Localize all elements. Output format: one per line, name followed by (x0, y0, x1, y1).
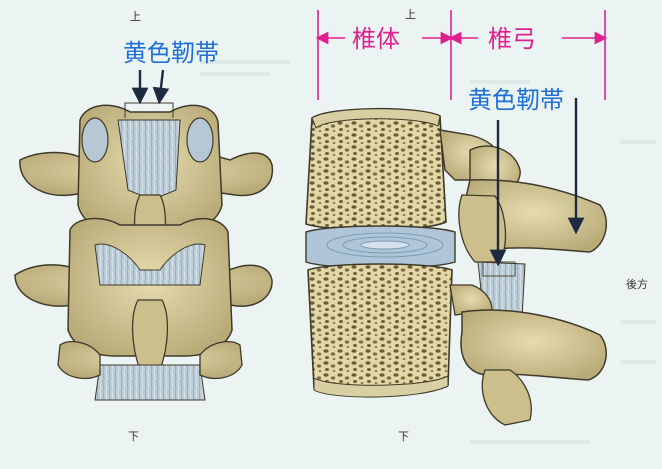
ligament-bracket-left (124, 102, 174, 118)
lower-inferior-articular (481, 369, 532, 426)
ligament-arrow-left-2 (152, 69, 170, 105)
lower-spinous-lateral (460, 309, 607, 381)
lower-body-rim (313, 375, 449, 398)
upper-ligament (117, 119, 181, 201)
lateral-view: 上 下 後方 椎体 椎弓 黄色靭帯 (305, 8, 648, 443)
right-upper-facet (186, 117, 214, 163)
left-bottom-label: 下 (128, 430, 139, 443)
disc-rings-core (360, 240, 410, 250)
ligament-label-left: 黄色靭帯 (123, 39, 219, 67)
posterior-view: 上 下 黄色靭帯 (14, 10, 274, 443)
middle-spinous-process (131, 299, 169, 371)
middle-ligament (94, 243, 206, 286)
right-side-label: 後方 (626, 277, 648, 291)
lower-ligament (94, 364, 206, 401)
lower-lamina (57, 341, 243, 379)
upper-body-rim (311, 108, 441, 129)
disc-rings-inner (342, 236, 428, 254)
right-top-label: 上 (405, 8, 416, 21)
left-top-label: 上 (130, 10, 141, 23)
right-bottom-label: 下 (398, 430, 409, 443)
vertebral-arch-label: 椎弓 (488, 25, 536, 53)
left-upper-facet (81, 117, 109, 163)
ligament-label-right: 黄色靭帯 (468, 86, 564, 114)
upper-vertebral-body (305, 107, 447, 231)
lower-vertebral-body (307, 263, 453, 396)
vertebral-body-label: 椎体 (352, 25, 400, 53)
disc-rings (326, 232, 444, 258)
